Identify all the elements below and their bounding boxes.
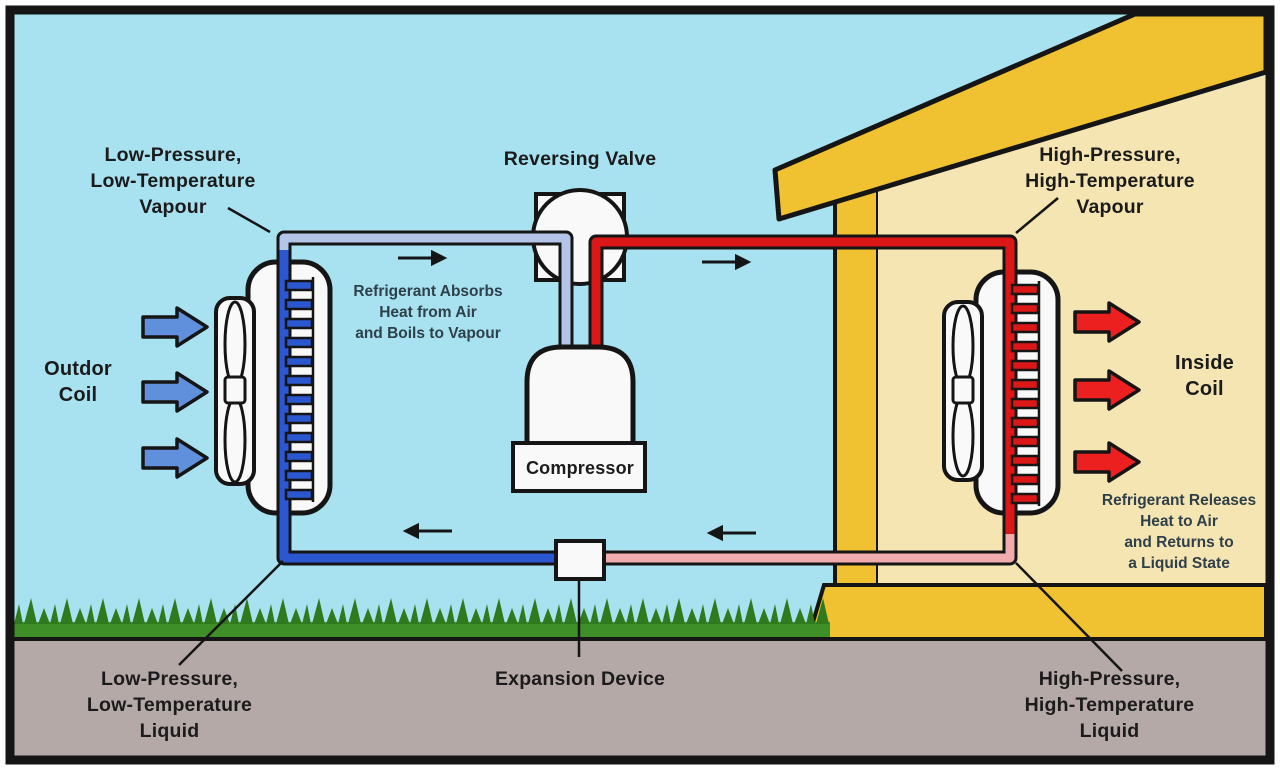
coil-rung [284,393,314,406]
hot-air-arrow-icon [1073,441,1141,483]
pointer-lines [178,197,1123,672]
coil-rung [284,431,314,444]
pointer-line [178,560,284,666]
hot-air-arrow-icon [1073,301,1141,343]
coil-rung [284,450,314,463]
coil-rung [1010,435,1040,448]
coil-rung [284,374,314,387]
coil-rung [284,279,314,292]
coil-rung [1010,416,1040,429]
coil-rung [1010,473,1040,486]
coil-rung [1010,454,1040,467]
hot-air-arrow-icon [1073,369,1141,411]
cold-air-arrow-icon [141,306,209,348]
pointer-line [1015,562,1123,672]
grass [14,598,830,639]
coil-rung [284,488,314,501]
indoor-unit [942,269,1061,516]
coil-rung [1010,283,1040,296]
flow-arrows [398,249,756,542]
house-wall [833,188,880,594]
pointer-line [227,206,271,234]
house-foundation [805,583,1266,641]
coil-rung [1010,359,1040,372]
fan-icon [951,304,975,478]
compressor [511,344,647,493]
refrigerant-pipes [276,230,1018,566]
cold-air-arrow-icon [141,437,209,479]
coil-rung [284,412,314,425]
coil-rung [1010,492,1040,505]
pipe-low-vapour [279,233,571,348]
coil-rung [284,317,314,330]
coil-rung [1010,340,1040,353]
hot-air-arrows [1073,301,1141,483]
pipe-high-liquid [600,526,1015,563]
coil-rung [1010,302,1040,315]
outdoor-coil-rungs [284,279,314,501]
diagram-border [5,5,1275,765]
coil-rung [1010,378,1040,391]
expansion-device [554,539,606,581]
coil-rung [284,336,314,349]
cold-air-arrows [141,306,209,479]
coil-rung [1010,397,1040,410]
house-roof [772,14,1266,222]
pipe-low-liquid [279,250,560,563]
ground [14,639,1266,756]
inside-coil-rungs [1010,283,1040,505]
coil-rung [284,298,314,311]
pointer-line [1015,197,1059,234]
pipe-high-vapour [591,237,1015,534]
coil-rung [284,355,314,368]
coil-rung [1010,321,1040,334]
cold-air-arrow-icon [141,371,209,413]
fan-icon [223,300,247,484]
coil-rung [284,469,314,482]
